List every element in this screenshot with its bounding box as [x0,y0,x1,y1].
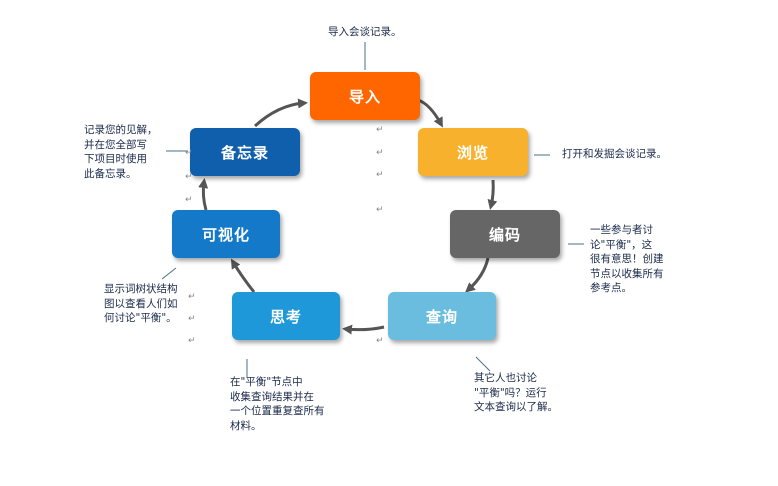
arrow-memo-import [253,98,308,128]
arrow-query-think [342,324,385,335]
return-mark: ↵ [376,125,384,135]
node-memo: 备忘录 [190,128,300,176]
return-mark: ↵ [376,148,384,158]
return-mark: ↵ [188,336,196,346]
return-mark: ↵ [376,336,384,346]
node-import: 导入 [310,72,420,120]
node-think: 思考 [232,292,340,340]
note-visualize: 显示词树状结构 图以查看人们如 何讨论"平衡"。 [104,283,178,324]
note-import: 导入会谈记录。 [328,26,402,38]
arrow-code-query [464,257,490,293]
return-mark: ↵ [185,195,193,205]
arrow-think-visualize [230,258,256,293]
note-browse: 打开和发掘会谈记录。 [562,148,667,160]
leader-visualize [161,267,177,280]
note-query: 其它人也讨论 "平衡"吗？运行 文本查询以了解。 [474,372,558,413]
arrow-browse-code [487,179,498,210]
arrow-visualize-memo [198,178,209,211]
leader-query [475,356,491,372]
node-visualize: 可视化 [172,210,280,258]
note-memo: 记录您的见解， 并在您全部写 下项目时使用 此备忘录。 [84,124,158,180]
note-think: 在"平衡"节点中 收集查询结果并在 一个位置重复查所有 材料。 [230,376,325,432]
return-mark: ↵ [376,170,384,180]
return-mark: ↵ [185,172,193,182]
return-mark: ↵ [188,292,196,302]
return-mark: ↵ [188,314,196,324]
arrow-import-browse [417,98,443,128]
note-code: 一些参与者讨 论"平衡"，这 很有意思！创建 节点以收集所有 参考点。 [590,224,664,294]
node-code: 编码 [450,210,560,258]
return-mark: ↵ [185,148,193,158]
node-browse: 浏览 [418,128,528,176]
node-query: 查询 [388,292,496,340]
return-mark: ↵ [376,205,384,215]
